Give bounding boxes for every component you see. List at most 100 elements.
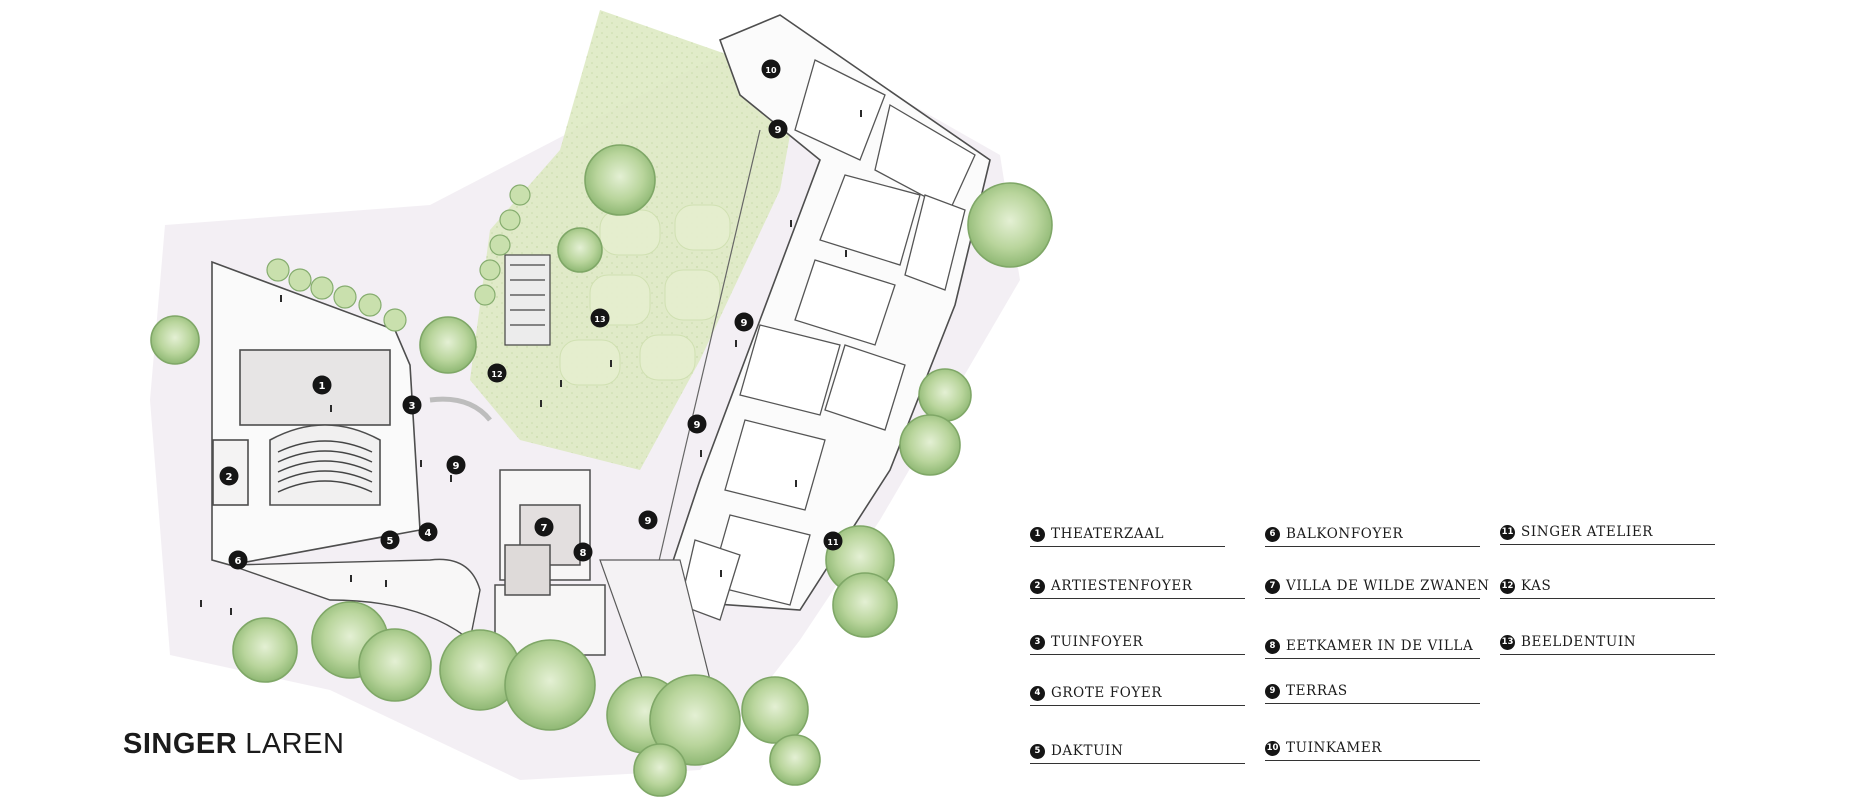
legend-item: 10 TUINKAMER — [1265, 736, 1480, 761]
svg-text:1: 1 — [319, 381, 326, 392]
small-trees — [266, 184, 531, 332]
map-marker: 10 — [761, 59, 781, 79]
map-marker: 3 — [402, 395, 422, 415]
legend-label: EETKAMER IN DE VILLA — [1286, 638, 1474, 654]
legend-number: 1 — [1030, 526, 1045, 542]
legend-number: 7 — [1265, 578, 1280, 594]
legend-label: TUINKAMER — [1286, 740, 1383, 756]
legend-label: KAS — [1521, 578, 1552, 594]
legend-number: 11 — [1500, 524, 1515, 540]
svg-text:9: 9 — [694, 420, 701, 431]
svg-text:9: 9 — [741, 318, 748, 329]
legend-label: THEATERZAAL — [1051, 526, 1165, 542]
map-marker: 12 — [487, 363, 507, 383]
tree — [649, 674, 741, 766]
museum-rooms — [679, 59, 976, 621]
map-marker: 9 — [734, 312, 754, 332]
tree — [918, 368, 972, 422]
svg-text:2: 2 — [226, 472, 233, 483]
lawn-patches — [559, 204, 731, 386]
legend-label: TERRAS — [1286, 683, 1348, 699]
legend-item: 9 TERRAS — [1265, 679, 1480, 704]
tree — [419, 316, 477, 374]
legend-number: 9 — [1265, 683, 1280, 699]
tree — [504, 639, 596, 731]
legend-label: ARTIESTENFOYER — [1051, 578, 1193, 594]
legend-item: 8 EETKAMER IN DE VILLA — [1265, 634, 1480, 659]
seating-rows — [277, 440, 373, 493]
legend-label: BALKONFOYER — [1286, 526, 1404, 542]
tree — [899, 414, 961, 476]
svg-text:9: 9 — [775, 125, 782, 136]
tree — [584, 144, 656, 216]
legend-item: 6 BALKONFOYER — [1265, 522, 1480, 547]
map-marker: 9 — [446, 455, 466, 475]
svg-text:13: 13 — [594, 315, 605, 324]
legend-item: 4 GROTE FOYER — [1030, 681, 1245, 706]
legend-label: BEELDENTUIN — [1521, 634, 1637, 650]
legend-label: TUINFOYER — [1051, 634, 1144, 650]
legend-label: GROTE FOYER — [1051, 685, 1163, 701]
legend-number: 8 — [1265, 638, 1280, 654]
tree — [358, 628, 432, 702]
map-marker: 4 — [418, 522, 438, 542]
svg-text:7: 7 — [541, 523, 548, 534]
legend-number: 2 — [1030, 578, 1045, 594]
map-marker: 1 — [312, 375, 332, 395]
museum-corridor — [649, 129, 761, 601]
legend-item: 13 BEELDENTUIN — [1500, 630, 1715, 655]
svg-text:8: 8 — [580, 548, 587, 559]
legend-label: DAKTUIN — [1051, 743, 1124, 759]
map-marker: 9 — [638, 510, 658, 530]
legend-label: VILLA DE WILDE ZWANEN — [1286, 578, 1490, 594]
tree — [633, 743, 687, 797]
legend-item: 5 DAKTUIN — [1030, 739, 1245, 764]
map-marker: 7 — [534, 517, 554, 537]
brand-name-bold: SINGER — [123, 728, 238, 760]
map-markers: 1 2 3 4 5 6 7 8 9 9 9 9 9 10 11 12 13 — [219, 59, 843, 570]
legend-number: 13 — [1500, 634, 1515, 650]
legend-item: 1 THEATERZAAL — [1030, 522, 1225, 547]
legend-item: 11 SINGER ATELIER — [1500, 520, 1715, 545]
tree — [832, 572, 898, 638]
legend-number: 10 — [1265, 740, 1280, 756]
svg-text:10: 10 — [765, 66, 777, 75]
map-marker: 8 — [573, 542, 593, 562]
map-marker: 11 — [823, 531, 843, 551]
svg-text:4: 4 — [425, 528, 432, 539]
legend-label: SINGER ATELIER — [1521, 524, 1654, 540]
legend-number: 12 — [1500, 578, 1515, 594]
svg-text:6: 6 — [235, 556, 242, 567]
tree — [967, 182, 1053, 268]
map-marker: 5 — [380, 530, 400, 550]
legend-number: 5 — [1030, 743, 1045, 759]
legend-number: 6 — [1265, 526, 1280, 542]
map-marker: 13 — [590, 308, 610, 328]
map-marker: 2 — [219, 466, 239, 486]
svg-text:11: 11 — [827, 538, 839, 547]
svg-text:12: 12 — [491, 370, 502, 379]
tree — [769, 734, 821, 786]
legend-number: 3 — [1030, 634, 1045, 650]
tree — [741, 676, 809, 744]
people — [200, 110, 862, 615]
svg-text:9: 9 — [453, 461, 460, 472]
legend-item: 2 ARTIESTENFOYER — [1030, 574, 1245, 599]
map-marker: 9 — [687, 414, 707, 434]
map-marker: 9 — [768, 119, 788, 139]
svg-text:3: 3 — [409, 401, 416, 412]
brand-name-light: LAREN — [245, 728, 345, 760]
trees — [150, 144, 1053, 797]
tree — [150, 315, 200, 365]
tree — [232, 617, 298, 683]
legend-item: 3 TUINFOYER — [1030, 630, 1245, 655]
legend-item: 12 KAS — [1500, 574, 1715, 599]
tree — [557, 227, 603, 273]
map-marker: 6 — [228, 550, 248, 570]
villa-building — [494, 469, 606, 656]
svg-text:5: 5 — [387, 536, 394, 547]
greenhouse — [504, 254, 551, 346]
legend-item: 7 VILLA DE WILDE ZWANEN — [1265, 574, 1489, 599]
